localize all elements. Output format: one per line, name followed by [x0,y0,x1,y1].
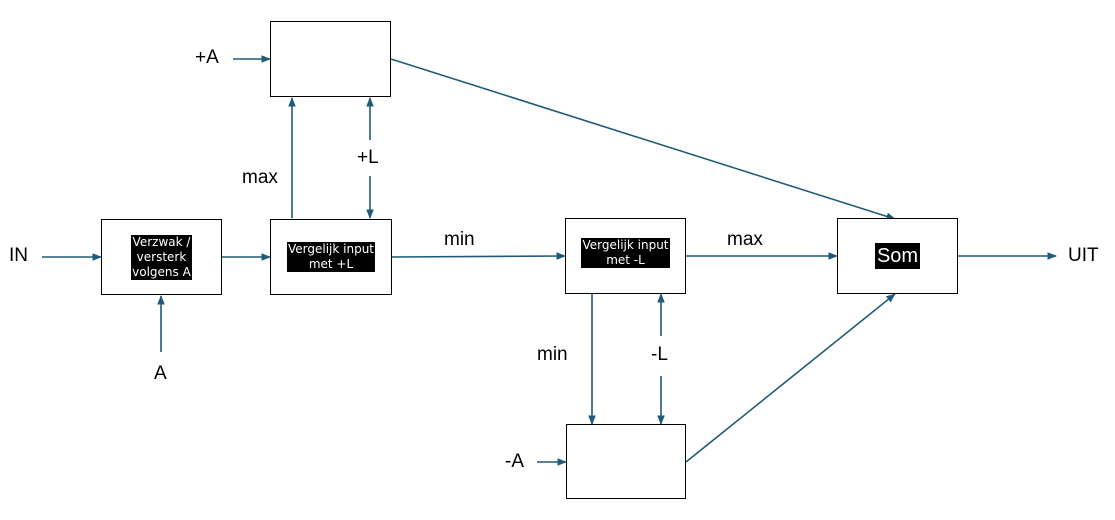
max-mid-label: max [727,229,763,250]
compare-plus-block: Vergelijk input met +L [270,219,392,295]
compare-minus-line-2: met -L [606,253,645,267]
arrow-bottom-box-to-sum [685,293,896,463]
output-label: UIT [1068,245,1099,266]
max-top-label: max [242,167,278,188]
attenuate-line-3: volgens A [132,264,191,279]
compare-plus-line-2: met +L [308,257,354,271]
attenuate-block: Verzwak / versterk volgens A [101,219,222,295]
min-bottom-label: min [537,344,568,365]
minus-a-label: -A [505,451,524,472]
compare-minus-line-1: Vergelijk input [582,238,669,252]
top-limit-block [270,21,391,97]
compare-plus-line-1: Vergelijk input [287,242,374,256]
plus-a-label: +A [195,47,219,68]
attenuate-line-2: versterk [136,249,187,264]
compare-minus-block: Vergelijk input met -L [565,218,686,294]
arrow-compare-plus-min [391,252,566,260]
arrow-top-box-to-sum [390,58,896,221]
attenuate-line-1: Verzwak / [132,234,191,249]
sum-block: Som [837,218,958,294]
bottom-limit-block [566,424,686,499]
sum-label: Som [874,243,921,269]
min-mid-label: min [444,229,475,250]
input-label: IN [9,245,28,266]
plus-l-label: +L [357,147,379,168]
gain-label: A [154,363,167,384]
minus-l-label: -L [651,344,668,365]
